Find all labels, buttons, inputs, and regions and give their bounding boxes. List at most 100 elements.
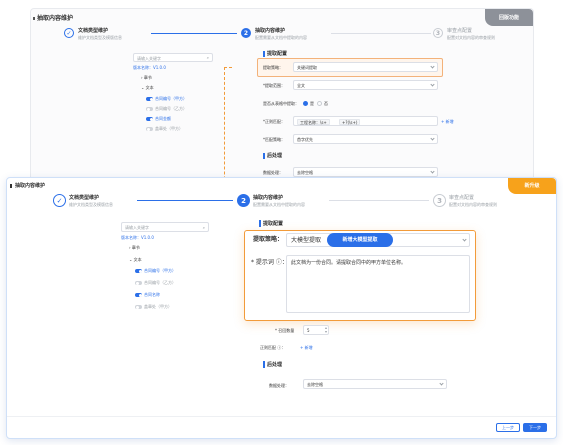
back-toggle-2[interactable] bbox=[146, 107, 153, 111]
back-section2-bar bbox=[263, 153, 265, 159]
back-post-select[interactable]: 去除空格 bbox=[293, 167, 438, 177]
front-version-label: 版本名称：V1.0.0 bbox=[121, 235, 154, 240]
front-panel: 抽取内容维护 新升级 ✓ 文档类型维护 维护文档类型及模版信息 2 抽取内容维护… bbox=[6, 177, 557, 439]
back-strategy-select[interactable]: 关键词提取 bbox=[293, 62, 438, 72]
back-radio-no-label: 否 bbox=[324, 101, 328, 106]
next-step-button[interactable]: 下一步 bbox=[523, 423, 547, 432]
back-tree-item-text[interactable]: ⌄ 文本 bbox=[141, 85, 154, 90]
front-tree-leaf-3[interactable]: 合同名称 bbox=[144, 292, 160, 297]
back-table-label: 是否从表格中提取： bbox=[263, 101, 299, 106]
front-step2-desc: 配置需要从文档中提取的内容 bbox=[253, 202, 305, 207]
front-count-stepper[interactable]: 5 ▴▾ bbox=[303, 325, 329, 335]
caret-right-icon: › bbox=[141, 75, 144, 80]
back-step2-circle: 2 bbox=[241, 28, 251, 38]
back-regex-tag-2: +?(\s+) bbox=[339, 118, 361, 125]
front-step1-desc: 维护文档类型及模版信息 bbox=[69, 202, 113, 207]
front-prompt-label: * 提示词 ⓘ： bbox=[251, 259, 288, 266]
back-step3-desc: 配置对文档内容的审查规则 bbox=[447, 35, 495, 40]
front-strategy-label: 提取策略： bbox=[253, 236, 284, 243]
front-tree-item-text[interactable]: ⌄ 文本 bbox=[129, 257, 142, 262]
back-post-label: 数据处理： bbox=[263, 170, 283, 175]
chevron-down-icon bbox=[430, 136, 435, 141]
front-count-label: * 召回数量 bbox=[275, 328, 295, 333]
front-step-line2 bbox=[329, 200, 429, 201]
front-panel-title: 抽取内容维护 bbox=[15, 183, 46, 189]
front-tree-leaf-4[interactable]: 盖章处（甲方） bbox=[144, 304, 172, 309]
back-toggle-4[interactable] bbox=[146, 127, 153, 131]
chevron-down-icon bbox=[439, 381, 444, 386]
front-toggle-4[interactable] bbox=[135, 305, 142, 309]
back-step2-title: 抽取内容维护 bbox=[255, 28, 286, 34]
front-step-line1 bbox=[137, 200, 233, 201]
back-tree-leaf-4[interactable]: 盖章处（甲方） bbox=[155, 126, 183, 131]
back-tree-leaf-1[interactable]: 合同编号（甲方） bbox=[155, 96, 187, 101]
prev-step-button[interactable]: 上一步 bbox=[496, 423, 520, 432]
front-badge: 新升级 bbox=[508, 178, 556, 194]
back-section1-bar bbox=[263, 51, 265, 57]
back-regex-tag-1: 工程名称：\s+ bbox=[297, 118, 330, 125]
chevron-down-icon bbox=[430, 82, 435, 87]
front-toggle-2[interactable] bbox=[135, 281, 142, 285]
front-step2-circle: 2 bbox=[237, 194, 250, 207]
back-version-label: 版本名称：V1.0.0 bbox=[133, 65, 166, 70]
front-step1-check-icon: ✓ bbox=[53, 194, 66, 207]
back-strategy-label: 提取策略： bbox=[263, 65, 283, 70]
caret-down-icon: ⌄ bbox=[129, 257, 134, 262]
back-tree-leaf-3[interactable]: 合同金额 bbox=[155, 116, 171, 121]
back-step-line2 bbox=[331, 33, 431, 34]
back-radio-yes[interactable] bbox=[303, 101, 308, 106]
back-step1-desc: 维护文档类型及模版信息 bbox=[78, 35, 122, 40]
front-prompt-textarea[interactable]: 此文档为一份合同。请提取合同中的甲方单位名称。 bbox=[286, 255, 470, 313]
stepper-arrows-icon[interactable]: ▴▾ bbox=[324, 325, 327, 334]
back-regex-input[interactable]: 工程名称：\s+ +?(\s+) bbox=[293, 116, 438, 126]
chevron-down-icon bbox=[430, 169, 435, 174]
chevron-down-icon bbox=[462, 237, 467, 242]
front-title-marker bbox=[10, 184, 12, 188]
back-title-marker bbox=[33, 17, 35, 20]
back-step1-check-icon: ✓ bbox=[64, 28, 74, 38]
back-step3-circle: 3 bbox=[433, 28, 443, 38]
search-icon: ⌕ bbox=[202, 224, 205, 230]
front-section2-title: 后处理 bbox=[267, 362, 283, 368]
front-step3-desc: 配置对文档内容的审查规则 bbox=[449, 202, 497, 207]
back-step1-title: 文档类型维护 bbox=[78, 28, 109, 34]
back-toggle-3[interactable] bbox=[146, 117, 153, 121]
front-regex-label: 正则匹配 ⓘ： bbox=[260, 345, 286, 350]
back-radio-no[interactable] bbox=[317, 101, 322, 106]
front-post-select[interactable]: 去除空格 bbox=[303, 379, 447, 389]
front-step2-title: 抽取内容维护 bbox=[253, 195, 284, 201]
front-tree-search-input[interactable]: 请输入关键字 ⌕ bbox=[121, 222, 209, 232]
front-section2-bar bbox=[263, 361, 265, 368]
back-tree-leaf-2[interactable]: 合同编号（乙方） bbox=[155, 106, 187, 111]
back-tree-item-chapter[interactable]: › 章节 bbox=[141, 75, 152, 80]
back-regex-label: *正则匹配： bbox=[263, 119, 285, 124]
chevron-down-icon bbox=[430, 64, 435, 69]
back-toggle-1[interactable] bbox=[146, 97, 153, 101]
front-toggle-1[interactable] bbox=[135, 269, 142, 273]
front-tree-leaf-1[interactable]: 合同编号（甲方） bbox=[144, 268, 176, 273]
back-add-regex-button[interactable]: + 新增 bbox=[441, 119, 454, 124]
caret-right-icon: › bbox=[129, 245, 132, 250]
front-tree-leaf-2[interactable]: 合同编号（乙方） bbox=[144, 280, 176, 285]
front-section1-bar bbox=[259, 220, 261, 227]
front-toggle-3[interactable] bbox=[135, 293, 142, 297]
front-step1-title: 文档类型维护 bbox=[69, 195, 100, 201]
back-section1-title: 提取配置 bbox=[267, 51, 288, 57]
back-radio-yes-label: 是 bbox=[310, 101, 314, 106]
connector-line-vertical bbox=[224, 67, 225, 264]
back-panel-title: 抽取内容维护 bbox=[37, 15, 74, 22]
front-step3-circle: 3 bbox=[433, 194, 446, 207]
front-tree-item-chapter[interactable]: › 章节 bbox=[129, 245, 140, 250]
front-footer-divider bbox=[7, 416, 556, 417]
front-add-regex-button[interactable]: + 新增 bbox=[300, 345, 313, 350]
back-position-select[interactable]: 首字优先 bbox=[293, 134, 438, 144]
back-section2-title: 后处理 bbox=[267, 153, 283, 159]
back-step2-desc: 配置需要从文档中提取的内容 bbox=[255, 35, 307, 40]
back-tree-search-input[interactable]: 请输入关键字 ⌕ bbox=[133, 53, 213, 62]
back-badge: 回版功能 bbox=[485, 9, 533, 26]
front-post-label: 数据处理： bbox=[269, 383, 289, 388]
back-range-select[interactable]: 全文 bbox=[293, 80, 438, 90]
search-icon: ⌕ bbox=[206, 55, 209, 60]
back-panel: 抽取内容维护 回版功能 ✓ 文档类型维护 维护文档类型及模版信息 2 抽取内容维… bbox=[30, 8, 534, 183]
front-strategy-new-tag: 新增大模型提取 bbox=[327, 233, 393, 247]
